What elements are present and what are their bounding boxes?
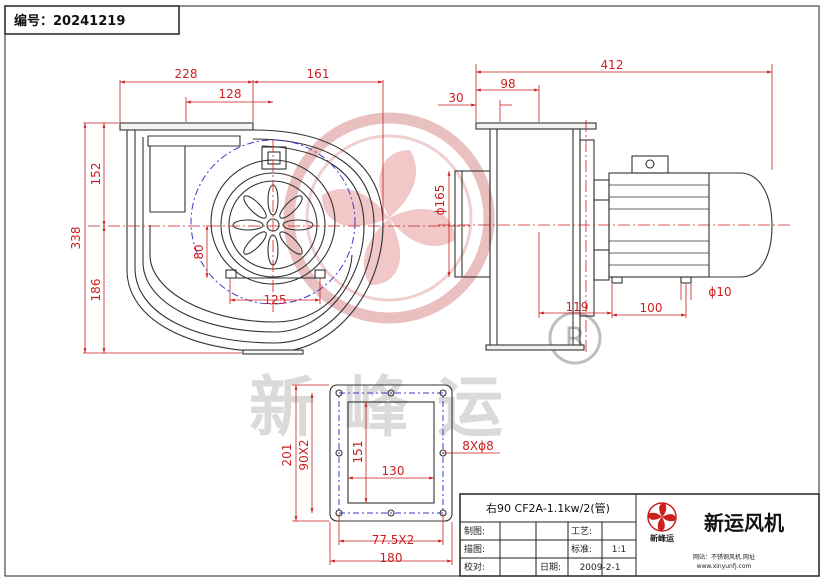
logo-caption: 新峰运 bbox=[650, 533, 674, 543]
watermark-text: 新峰运 bbox=[249, 369, 531, 446]
dim-100: 100 bbox=[640, 301, 663, 315]
jiaodui-label: 校对: bbox=[464, 561, 485, 573]
dim-180: 180 bbox=[380, 551, 403, 565]
scale-value: 1:1 bbox=[612, 545, 626, 555]
title-block bbox=[459, 493, 820, 577]
watermark-logo-petals bbox=[322, 150, 455, 285]
outlet-flange bbox=[119, 122, 254, 131]
date-label: 日期: bbox=[540, 562, 561, 573]
drawing-number-box: 编号：20241219 bbox=[4, 5, 180, 35]
dim-phi165: ϕ165 bbox=[433, 185, 447, 216]
side-view bbox=[454, 122, 773, 351]
zhitu-label: 制图: bbox=[464, 525, 485, 537]
date-value: 2009-2-1 bbox=[580, 563, 621, 573]
dim-77-5x2: 77.5X2 bbox=[372, 533, 415, 547]
dim-161: 161 bbox=[307, 67, 330, 81]
volute-housing bbox=[126, 129, 384, 353]
flange-dim-labels: 201 90X2 151 130 8Xϕ8 77.5X2 180 bbox=[280, 439, 494, 565]
dim-8xphi8: 8Xϕ8 bbox=[462, 439, 493, 453]
front-view-dimensions bbox=[83, 80, 384, 354]
side-view-centerlines bbox=[438, 120, 790, 355]
motor-end-cap bbox=[709, 172, 773, 278]
flange-dimensions bbox=[292, 384, 500, 565]
dim-228: 228 bbox=[175, 67, 198, 81]
dim-125: 125 bbox=[264, 293, 287, 307]
dim-130: 130 bbox=[382, 464, 405, 478]
jiaotu-label: 描图: bbox=[464, 543, 485, 555]
front-view-dim-labels: 228 161 128 338 152 186 80 125 bbox=[69, 67, 329, 307]
sheet-border bbox=[4, 5, 820, 577]
registered-mark: R bbox=[565, 322, 586, 357]
website-line-1: 网站：不锈钢风机.网址 bbox=[693, 553, 755, 561]
dim-152: 152 bbox=[89, 163, 103, 186]
company-logo bbox=[647, 502, 677, 532]
flange-opening bbox=[347, 401, 435, 504]
inlet-collar bbox=[454, 170, 491, 278]
dim-30: 30 bbox=[448, 91, 463, 105]
dim-412: 412 bbox=[601, 58, 624, 72]
dim-90x2: 90X2 bbox=[297, 439, 311, 470]
dim-phi10: ϕ10 bbox=[708, 285, 731, 299]
dim-119: 119 bbox=[566, 300, 589, 314]
side-view-dim-labels: 412 98 30 ϕ165 119 100 ϕ10 bbox=[433, 58, 732, 315]
dim-186: 186 bbox=[89, 279, 103, 302]
side-view-dimensions bbox=[438, 64, 773, 318]
dim-338: 338 bbox=[69, 227, 83, 250]
title-block-text: 右90 CF2A-1.1kw/2(管) 制图: 描图: 校对: 工艺: 标准: … bbox=[464, 501, 784, 573]
dim-80: 80 bbox=[192, 244, 206, 259]
dim-98: 98 bbox=[500, 77, 515, 91]
dim-201: 201 bbox=[280, 444, 294, 467]
impeller-blades bbox=[232, 184, 314, 266]
front-view-centerlines bbox=[88, 140, 470, 312]
terminal-box bbox=[631, 155, 669, 174]
drawing-number: 编号：20241219 bbox=[14, 13, 125, 29]
company-name: 新运风机 bbox=[704, 511, 784, 535]
dim-128: 128 bbox=[219, 87, 242, 101]
website-line-2: www.xinyunfj.com bbox=[697, 563, 752, 570]
model-name: 右90 CF2A-1.1kw/2(管) bbox=[486, 501, 610, 515]
watermark: R 新峰运 bbox=[249, 112, 602, 446]
watermark-logo-ring bbox=[283, 112, 495, 324]
gongyi-label: 工艺: bbox=[571, 526, 592, 537]
side-outlet-flange bbox=[475, 122, 597, 130]
biaozhun-label: 标准: bbox=[571, 543, 592, 555]
dim-151: 151 bbox=[351, 441, 365, 464]
front-view bbox=[119, 122, 384, 355]
